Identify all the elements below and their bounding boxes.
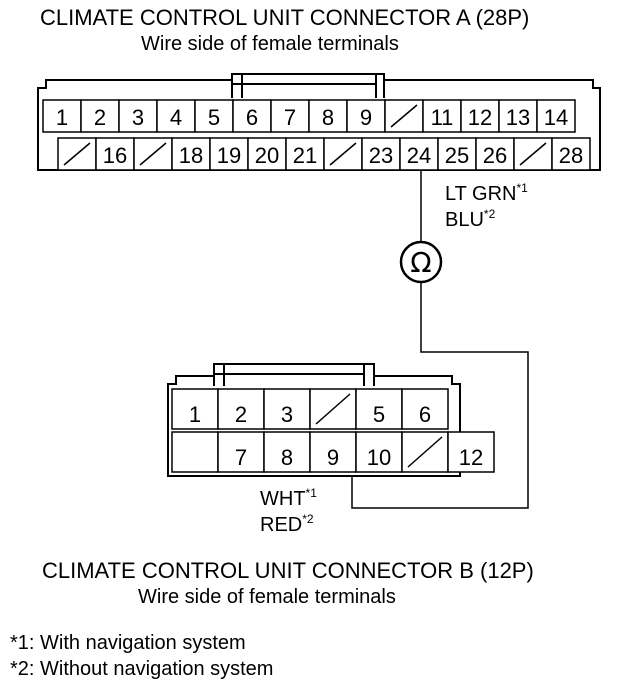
connector-a-row2-terminal-label: 26 xyxy=(483,143,507,168)
connector-a-row1-cell xyxy=(460,99,500,133)
connector-b-row1-unused-slash xyxy=(315,393,351,425)
connector-a-row2-terminal-label: 25 xyxy=(445,143,469,168)
connector-a-row1-terminal-label: 8 xyxy=(322,105,334,130)
wire-b-label-2: RED*2 xyxy=(260,512,314,536)
connector-b-row2-terminal-label: 9 xyxy=(327,445,339,470)
connector-b-title: CLIMATE CONTROL UNIT CONNECTOR B (12P) xyxy=(42,558,534,583)
connector-a-row1-terminal-label: 12 xyxy=(468,105,492,130)
connector-a-row2-unused-slash xyxy=(329,142,357,166)
connector-a-row1-terminal-label: 3 xyxy=(132,105,144,130)
connector-a-row2-terminal-label: 19 xyxy=(217,143,241,168)
connector-b-row2-terminal-label: 8 xyxy=(281,445,293,470)
ohmmeter-symbol xyxy=(399,240,443,284)
connector-a-row2-cell xyxy=(399,137,439,171)
connector-a-row1-cell xyxy=(308,99,348,133)
connector-a-row2-terminal-label: 23 xyxy=(369,143,393,168)
connector-b-row1-terminal-label: 5 xyxy=(373,402,385,427)
connector-a-row1-terminal-label: 13 xyxy=(506,105,530,130)
wire-a-label-1: LT GRN*1 xyxy=(445,181,528,205)
connector-a-row1-cell xyxy=(80,99,120,133)
connector-b-row2-unused-slash xyxy=(407,436,443,468)
connector-a-latch xyxy=(231,74,385,98)
connector-a-row1-terminal-label: 14 xyxy=(544,105,568,130)
connector-a-subtitle: Wire side of female terminals xyxy=(141,33,399,55)
connector-a-row1-terminal-label: 7 xyxy=(284,105,296,130)
wire-a-label-2: BLU*2 xyxy=(445,207,496,231)
connector-b-row2-terminal-label: 7 xyxy=(235,445,247,470)
connector-a-row1-terminal-label: 9 xyxy=(360,105,372,130)
footnote-2: *2: Without navigation system xyxy=(10,658,274,680)
connector-a-row1-terminal-label: 2 xyxy=(94,105,106,130)
connector-b-row1-terminal-label: 6 xyxy=(419,402,431,427)
connector-a-row2-cell xyxy=(285,137,325,171)
connector-a-row1-terminal-label: 11 xyxy=(431,105,454,130)
connector-a-row1-cell xyxy=(422,99,462,133)
connector-a-row1-terminal-label: 6 xyxy=(246,105,258,130)
connector-a-row1-cell xyxy=(118,99,158,133)
connector-a-row2-cell xyxy=(551,137,591,171)
connector-a-row2-unused-slash xyxy=(139,142,167,166)
connector-b-row1-terminal-label: 1 xyxy=(189,402,201,427)
connector-a-row2-terminal-label: 20 xyxy=(255,143,279,168)
connector-a-row2-terminal-label: 16 xyxy=(103,143,127,168)
connector-b-row2-cell xyxy=(217,431,265,473)
footnote-1: *1: With navigation system xyxy=(10,632,246,654)
connector-a-row2-unused-slash xyxy=(63,142,91,166)
connector-a-row1-terminal-label: 1 xyxy=(56,105,68,130)
connector-a-row2-terminal-label: 28 xyxy=(559,143,583,168)
connector-a-row2-terminal-label: 24 xyxy=(407,143,431,168)
connector-a-row1-cell xyxy=(498,99,538,133)
connector-b-row1-cell xyxy=(171,388,219,430)
ohm-icon: Ω xyxy=(410,246,431,279)
connector-b-row1-terminal-label: 3 xyxy=(281,402,293,427)
connector-a-row2-terminal-label: 18 xyxy=(179,143,203,168)
connector-b-latch xyxy=(213,364,375,386)
connector-b-row1-cell xyxy=(401,388,449,430)
connector-b-row1-cell xyxy=(217,388,265,430)
connector-a-row2-unused-slash xyxy=(519,142,547,166)
connector-a-row1-cell xyxy=(536,99,576,133)
connector-b-row1-terminal-label: 2 xyxy=(235,402,247,427)
connector-a-row1-cell xyxy=(42,99,82,133)
connector-a-row1-terminal-label: 5 xyxy=(208,105,220,130)
connector-a-row2-cell xyxy=(475,137,515,171)
connector-a-row2-terminal-label: 21 xyxy=(293,143,317,168)
connector-b-row2-terminal-label: 12 xyxy=(459,445,483,470)
connector-b-row2-cell xyxy=(171,431,219,473)
connector-b-row2-cell xyxy=(263,431,311,473)
connector-b-subtitle: Wire side of female terminals xyxy=(138,586,396,608)
connector-b-row2-cell xyxy=(447,431,495,473)
connector-a-title: CLIMATE CONTROL UNIT CONNECTOR A (28P) xyxy=(40,5,530,30)
connector-a-row1-unused-slash xyxy=(390,104,418,128)
wire-b-label-1: WHT*1 xyxy=(260,486,317,510)
wire-a-to-b xyxy=(351,282,529,509)
connector-a-row1-terminal-label: 4 xyxy=(170,105,182,130)
connector-a-row2-cell xyxy=(361,137,401,171)
connector-b-row2-terminal-label: 10 xyxy=(367,445,391,470)
